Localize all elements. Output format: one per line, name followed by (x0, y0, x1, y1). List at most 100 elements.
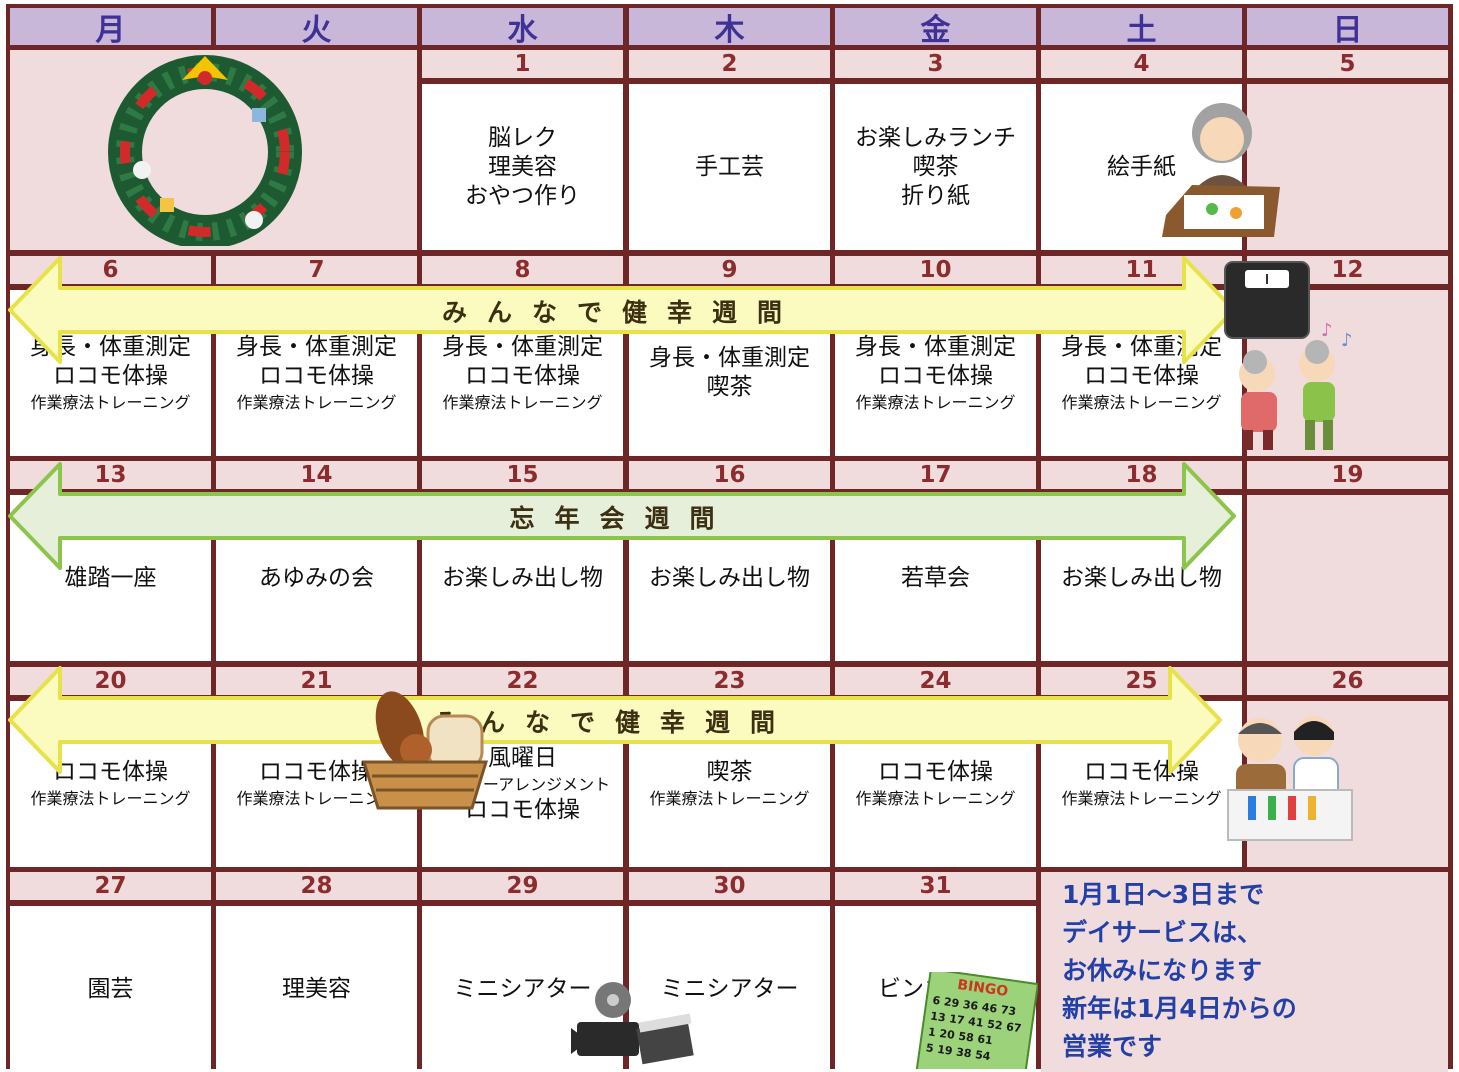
activity-name: ミニシアター (453, 975, 592, 1002)
activity-name: ロコモ体操 (465, 362, 580, 389)
date-cell: 10 (835, 256, 1036, 284)
activity-name: 身長・体重測定 (855, 333, 1016, 360)
activity-name: あゆみの会 (259, 564, 374, 591)
activity-name: ロコモ体操 (878, 362, 993, 389)
banner-label: 忘年会週間 (509, 504, 735, 533)
date-cell: 4 (1041, 50, 1242, 78)
activity-name: 作業療法トレーニング (30, 789, 191, 808)
activity-name: 作業療法トレーニング (855, 789, 1016, 808)
banner-label: みんなで健幸週間 (441, 298, 802, 327)
date-cell: 31 (835, 872, 1036, 900)
bread-basket-icon (361, 691, 489, 810)
date-cell: 3 (835, 50, 1036, 78)
activity-name: 風曜日 (488, 744, 557, 771)
activity-name: 折り紙 (901, 182, 970, 209)
activity-name: ロコモ体操 (259, 362, 374, 389)
caregiver-game-icon (1227, 716, 1353, 841)
notice-line: 1月1日～3日まで (1062, 880, 1265, 909)
activity-name: 作業療法トレーニング (236, 789, 397, 808)
activity-name: 雄踏一座 (64, 564, 157, 591)
weekday-header: 月 (10, 8, 211, 48)
activity-name: お楽しみランチ (855, 124, 1016, 151)
activity-name: 作業療法トレーニング (236, 392, 397, 412)
date-cell: 28 (216, 872, 417, 900)
date-cell: 2 (629, 50, 830, 78)
activity-name: 絵手紙 (1107, 153, 1176, 180)
bingo-card-icon: BINGO 6 29 36 46 73 13 17 41 52 67 1 20 … (916, 972, 1038, 1069)
date-cell: 9 (629, 256, 830, 284)
notice-line: 営業です (1062, 1032, 1163, 1061)
banner-arrow-week4 (8, 666, 1222, 774)
activity-name: お楽しみ出し物 (1061, 564, 1222, 591)
date-cell: 11 (1041, 256, 1242, 284)
activity-name: 理美容 (488, 153, 557, 180)
activity-cell: お楽しみランチ喫茶折り紙 (835, 84, 1036, 250)
date-cell: 16 (629, 461, 830, 489)
date-cell: 24 (835, 667, 1036, 695)
activity-name: ロコモ体操 (1084, 362, 1199, 389)
sunday-cell (1247, 495, 1448, 661)
date-cell: 6 (10, 256, 211, 284)
date-cell: 27 (10, 872, 211, 900)
activity-name: 作業療法トレーニング (442, 392, 603, 412)
svg-text:♪: ♪ (1321, 320, 1333, 341)
weekday-header: 木 (629, 8, 830, 48)
activity-cell: 脳レク理美容おやつ作り (422, 84, 623, 250)
notice-line: お休みになります (1062, 956, 1263, 985)
date-cell: 21 (216, 667, 417, 695)
activity-name: ロコモ体操 (53, 362, 168, 389)
activity-cell: 手工芸 (629, 84, 830, 250)
wreath-icon (108, 55, 302, 246)
banner-label: みんなで健幸週間 (434, 708, 795, 737)
activity-name: 喫茶 (706, 759, 753, 785)
activity-cell: 園芸 (10, 906, 211, 1072)
notice-line: 新年は1月4日からの (1062, 994, 1297, 1023)
date-cell: 30 (629, 872, 830, 900)
activity-name: お楽しみ出し物 (649, 564, 810, 591)
activity-name: ロコモ体操 (53, 759, 168, 785)
activity-name: 身長・体重測定 (649, 345, 810, 371)
closing-notice: 1月1日～3日まで デイサービスは、 お休みになります 新年は1月4日からの 営… (1062, 876, 1297, 1066)
activity-name: 身長・体重測定 (442, 333, 603, 360)
activity-name: 手工芸 (695, 153, 764, 180)
activity-name: 喫茶 (912, 153, 959, 180)
movie-camera-icon (571, 982, 694, 1065)
sunday-cell (1247, 84, 1448, 250)
date-cell: 8 (422, 256, 623, 284)
date-cell: 1 (422, 50, 623, 78)
activity-name: 身長・体重測定 (236, 333, 397, 360)
banner-arrow-week3 (8, 462, 1236, 570)
stretching-seniors-icon: ♪ ♪ (1239, 320, 1353, 450)
date-cell: 15 (422, 461, 623, 489)
date-cell: 22 (422, 667, 623, 695)
activity-name: 脳レク (488, 124, 557, 151)
weekday-header: 日 (1247, 8, 1448, 48)
activity-name: 若草会 (901, 564, 970, 591)
notice-area (1041, 872, 1448, 1072)
notice-line: デイサービスは、 (1062, 918, 1263, 947)
activity-name: 喫茶 (706, 374, 753, 400)
date-cell: 19 (1247, 461, 1448, 489)
activity-cell: 理美容 (216, 906, 417, 1072)
weekday-header: 金 (835, 8, 1036, 48)
activity-name: 作業療法トレーニング (1061, 789, 1222, 808)
date-cell: 18 (1041, 461, 1242, 489)
date-cell: 29 (422, 872, 623, 900)
date-cell: 7 (216, 256, 417, 284)
date-cell: 5 (1247, 50, 1448, 78)
activity-name: 理美容 (282, 975, 351, 1002)
bathroom-scale-icon (1224, 261, 1310, 339)
date-cell: 25 (1041, 667, 1242, 695)
weekday-header: 火 (216, 8, 417, 48)
date-cell: 23 (629, 667, 830, 695)
weekday-header: 土 (1041, 8, 1242, 48)
activity-name: おやつ作り (465, 182, 580, 209)
date-cell: 17 (835, 461, 1036, 489)
activity-name: 作業療法トレーニング (30, 392, 191, 412)
bingo-title: BINGO (956, 977, 1009, 1000)
date-cell: 14 (216, 461, 417, 489)
weekday-header: 水 (422, 8, 623, 48)
activity-name: ロコモ体操 (465, 796, 580, 823)
activity-name: お楽しみ出し物 (442, 564, 603, 591)
activity-name: ロコモ体操 (878, 759, 993, 785)
